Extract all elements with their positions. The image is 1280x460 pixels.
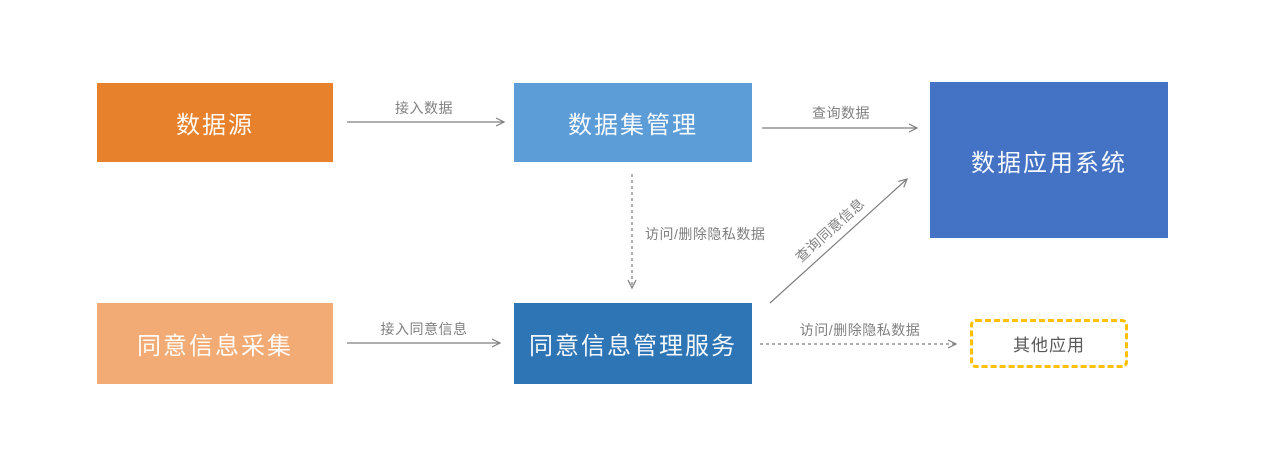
edge-label-access-delete-privacy-data-bottom: 访问/删除隐私数据 (799, 322, 921, 338)
node-dataset-management-label: 数据集管理 (568, 112, 698, 139)
node-consent-mgmt-service: 同意信息管理服务 (514, 303, 752, 384)
edge-label-access-data: 接入数据 (395, 100, 453, 116)
edge-label-query-data: 查询数据 (812, 105, 870, 121)
node-consent-info-collection: 同意信息采集 (97, 303, 333, 384)
edge-label-access-consent-info: 接入同意信息 (380, 321, 468, 337)
edge-query-consent-diagonal-line (769, 178, 908, 304)
node-consent-mgmt-service-label: 同意信息管理服务 (529, 333, 737, 360)
node-data-source-label: 数据源 (176, 112, 254, 139)
node-dataset-management: 数据集管理 (514, 83, 752, 162)
edge-label-access-delete-privacy-data-mid: 访问/删除隐私数据 (645, 226, 766, 242)
node-other-applications: 其他应用 (970, 319, 1128, 368)
node-data-source: 数据源 (97, 83, 333, 162)
node-data-application-system: 数据应用系统 (930, 82, 1168, 238)
node-data-application-system-label: 数据应用系统 (971, 149, 1127, 177)
node-other-applications-label: 其他应用 (1013, 336, 1085, 355)
node-consent-info-collection-label: 同意信息采集 (137, 333, 293, 360)
